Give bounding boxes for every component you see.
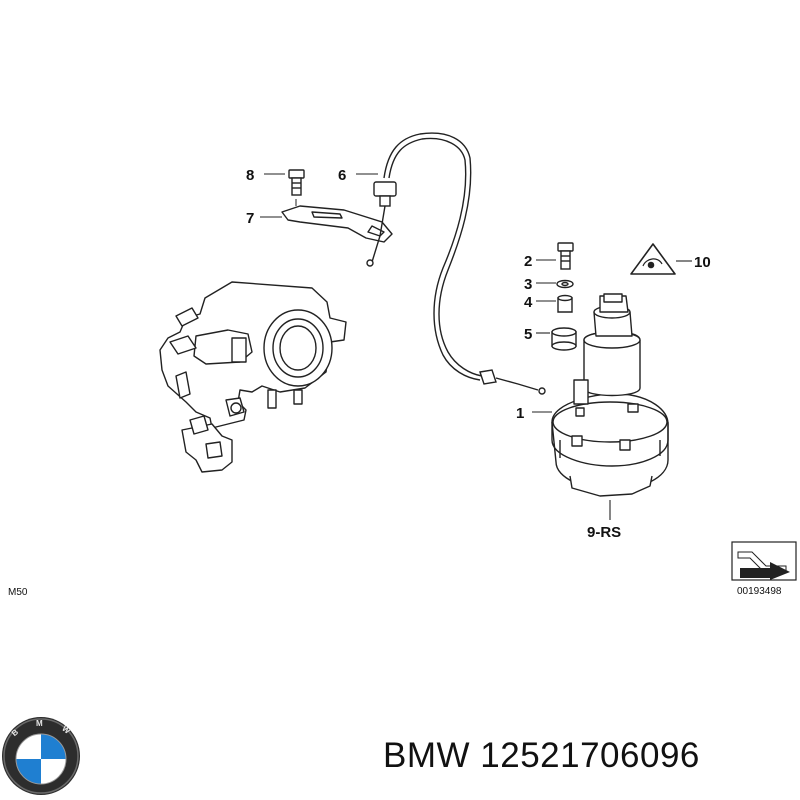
bolt <box>288 169 305 206</box>
throttle-actuator <box>551 293 669 497</box>
callout-1: 1 <box>516 405 524 422</box>
leader-lines <box>260 173 692 520</box>
part-number-label: BMW 12521706096 <box>383 736 700 775</box>
callout-8: 8 <box>246 167 254 184</box>
svg-text:W: W <box>60 724 72 736</box>
page-arrow-icon <box>731 541 797 581</box>
svg-text:B: B <box>10 727 20 738</box>
model-label: M50 <box>8 587 28 598</box>
callout-10: 10 <box>694 254 711 271</box>
throttle-body <box>159 281 347 473</box>
small-parts <box>551 242 577 351</box>
callout-7: 7 <box>246 210 254 227</box>
callout-2: 2 <box>524 253 532 270</box>
diagram-number: 00193498 <box>737 586 782 597</box>
bmw-roundel-icon: B M W <box>2 717 80 795</box>
warning-triangle-icon <box>630 243 676 275</box>
callout-5: 5 <box>524 326 532 343</box>
callout-4: 4 <box>524 294 533 311</box>
svg-text:M: M <box>36 719 43 728</box>
callout-6: 6 <box>338 167 346 184</box>
mounting-bracket <box>281 205 393 243</box>
cable <box>366 132 546 395</box>
callout-9-rs: 9-RS <box>587 524 621 541</box>
callout-3: 3 <box>524 276 532 293</box>
